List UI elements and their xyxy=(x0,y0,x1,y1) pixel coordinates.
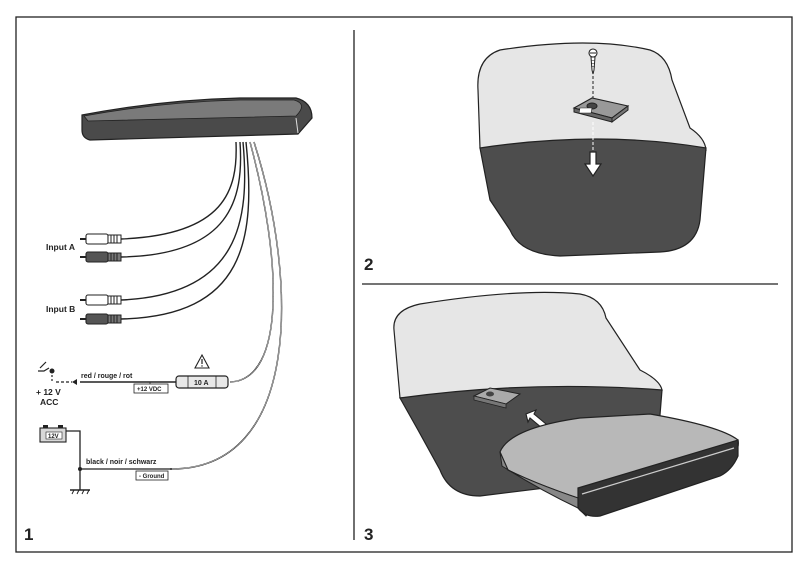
mounting-bracket xyxy=(572,97,630,123)
ground-tag xyxy=(135,470,169,481)
rca-input-a-left xyxy=(80,233,122,245)
rca-input-b-right xyxy=(80,313,122,325)
warning-icon xyxy=(194,353,210,369)
vdc-tag xyxy=(133,383,169,394)
power-line: 10 A +12 VDC xyxy=(38,353,229,394)
step-number-2: 2 xyxy=(364,255,373,274)
down-arrow-icon xyxy=(583,151,603,178)
ground-junction xyxy=(78,467,82,471)
seat-2 xyxy=(477,42,707,257)
input-a-label: Input A xyxy=(46,242,75,252)
step-number-3: 3 xyxy=(364,525,373,544)
device-unit xyxy=(81,97,313,141)
acc-label: ACC xyxy=(40,397,58,407)
panel-2: 2 xyxy=(364,42,707,274)
rca-input-b-left xyxy=(80,294,122,306)
ground-wire-label: black / noir / schwarz xyxy=(86,459,157,466)
input-b-label: Input B xyxy=(46,304,75,314)
outer-frame xyxy=(15,16,793,553)
fuse-holder xyxy=(175,375,229,389)
panel-1: Input A Input B 10 A +12 VDC red / roug xyxy=(24,97,313,544)
voltage-label: + 12 V xyxy=(36,387,61,397)
screw-icon xyxy=(588,48,598,75)
step-number-1: 1 xyxy=(24,525,33,544)
power-wire-label: red / rouge / rot xyxy=(81,373,133,380)
mounted-bracket xyxy=(472,387,522,409)
cable-bundle-inner xyxy=(169,141,282,470)
rca-input-a-right xyxy=(80,251,122,263)
vdc-tag-text: +12 VDC xyxy=(137,387,162,393)
ground-symbol-icon xyxy=(70,489,90,495)
battery-icon: 12V xyxy=(39,425,67,443)
fuse-rating: 10 A xyxy=(194,380,209,387)
panel-3: 3 xyxy=(364,291,739,544)
device-unit-3 xyxy=(499,413,739,517)
ground-tag-text: - Ground xyxy=(139,474,165,480)
battery-voltage: 12V xyxy=(48,434,59,440)
